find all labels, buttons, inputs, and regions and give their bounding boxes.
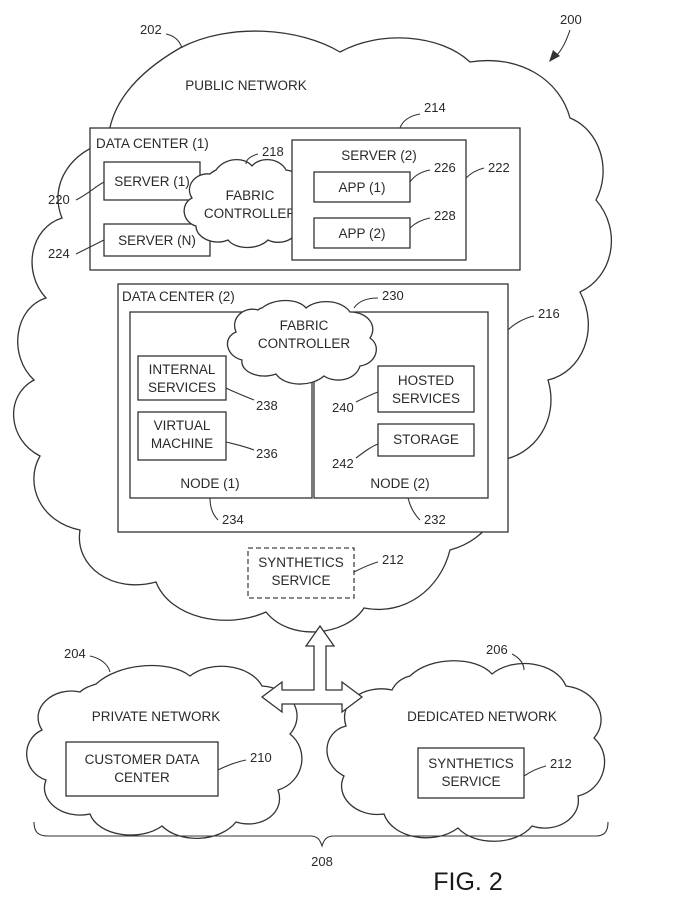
virtual-machine-line2: MACHINE — [151, 436, 213, 451]
leader-212-dedicated — [523, 765, 547, 777]
ref-222: 222 — [488, 160, 510, 175]
leader-230 — [353, 297, 379, 309]
leader-212-public — [353, 561, 379, 573]
leader-220 — [75, 181, 105, 201]
ref-200: 200 — [560, 12, 582, 27]
fabric-controller-1-line1: FABRIC — [226, 188, 275, 203]
app-1-box — [313, 171, 411, 203]
storage-label: STORAGE — [393, 432, 459, 447]
virtual-machine-line1: VIRTUAL — [154, 418, 211, 433]
ref-204: 204 — [64, 646, 86, 661]
fabric-controller-2-line2: CONTROLLER — [258, 336, 351, 351]
ref-202: 202 — [140, 22, 162, 37]
customer-data-center-box — [65, 741, 219, 797]
synthetics-service-public-box — [247, 547, 355, 599]
ref-210: 210 — [250, 750, 272, 765]
hosted-services-box — [377, 365, 475, 413]
ref-242: 242 — [332, 456, 354, 471]
ref-218: 218 — [262, 144, 284, 159]
synthetics-service-public-line1: SYNTHETICS — [258, 555, 344, 570]
leader-214 — [399, 113, 421, 129]
leader-236 — [225, 441, 255, 451]
private-network-label: PRIVATE NETWORK — [92, 709, 221, 724]
ref-238: 238 — [256, 398, 278, 413]
figure-label: FIG. 2 — [433, 868, 502, 896]
synthetics-service-public-line2: SERVICE — [271, 573, 330, 588]
synthetics-service-dedicated-line1: SYNTHETICS — [428, 756, 514, 771]
ref-216: 216 — [538, 306, 560, 321]
leader-240 — [355, 391, 379, 403]
customer-data-center-line1: CUSTOMER DATA — [85, 752, 200, 767]
leader-210 — [217, 759, 247, 771]
leader-226 — [409, 169, 431, 183]
leader-234 — [209, 497, 219, 521]
app-2-label: APP (2) — [338, 226, 385, 241]
leader-222 — [465, 167, 485, 179]
arrowhead-200 — [549, 50, 560, 62]
ref-232: 232 — [424, 512, 446, 527]
server-1-box — [103, 161, 201, 201]
synthetics-service-dedicated-line2: SERVICE — [441, 774, 500, 789]
fabric-controller-1-cloud — [183, 159, 311, 249]
internal-services-line2: SERVICES — [148, 380, 216, 395]
storage-box — [377, 423, 475, 457]
synthetics-service-dedicated-box — [417, 747, 525, 799]
leader-206 — [511, 653, 525, 671]
ref-212-dedicated: 212 — [550, 756, 572, 771]
data-center-2-label: DATA CENTER (2) — [122, 289, 235, 304]
node-1-label: NODE (1) — [180, 476, 239, 491]
dedicated-network-label: DEDICATED NETWORK — [407, 709, 557, 724]
ref-226: 226 — [434, 160, 456, 175]
internal-services-box — [137, 355, 227, 401]
leader-200 — [555, 29, 571, 57]
leader-228 — [409, 217, 431, 229]
ref-220: 220 — [48, 192, 70, 207]
fabric-controller-1-line2: CONTROLLER — [204, 206, 297, 221]
public-network-label: PUBLIC NETWORK — [185, 78, 307, 93]
app-2-box — [313, 217, 411, 249]
data-center-1-label: DATA CENTER (1) — [96, 136, 209, 151]
leader-218 — [245, 153, 259, 165]
ref-228: 228 — [434, 208, 456, 223]
leader-238 — [225, 387, 255, 401]
ref-206: 206 — [486, 642, 508, 657]
leader-224 — [75, 239, 105, 255]
hosted-services-line1: HOSTED — [398, 373, 455, 388]
hosted-services-line2: SERVICES — [392, 391, 460, 406]
leader-216 — [507, 315, 535, 331]
internal-services-line1: INTERNAL — [149, 362, 216, 377]
server-1-label: SERVER (1) — [114, 174, 190, 189]
leader-232 — [407, 497, 421, 521]
leader-202 — [165, 33, 183, 49]
server-n-label: SERVER (N) — [118, 233, 196, 248]
ref-214: 214 — [424, 100, 446, 115]
ref-240: 240 — [332, 400, 354, 415]
ref-212-public: 212 — [382, 552, 404, 567]
ref-224: 224 — [48, 246, 70, 261]
leader-204 — [89, 655, 111, 673]
ref-236: 236 — [256, 446, 278, 461]
virtual-machine-box — [137, 411, 227, 461]
ref-234: 234 — [222, 512, 244, 527]
network-group-brace — [33, 821, 609, 848]
fabric-controller-2-cloud — [226, 299, 377, 385]
node-2-label: NODE (2) — [370, 476, 429, 491]
leader-242 — [355, 443, 379, 459]
network-connection-arrow — [260, 624, 364, 714]
customer-data-center-line2: CENTER — [114, 770, 170, 785]
ref-230: 230 — [382, 288, 404, 303]
server-2-label: SERVER (2) — [341, 148, 417, 163]
fabric-controller-2-line1: FABRIC — [280, 318, 329, 333]
app-1-label: APP (1) — [338, 180, 385, 195]
ref-208: 208 — [311, 854, 333, 869]
